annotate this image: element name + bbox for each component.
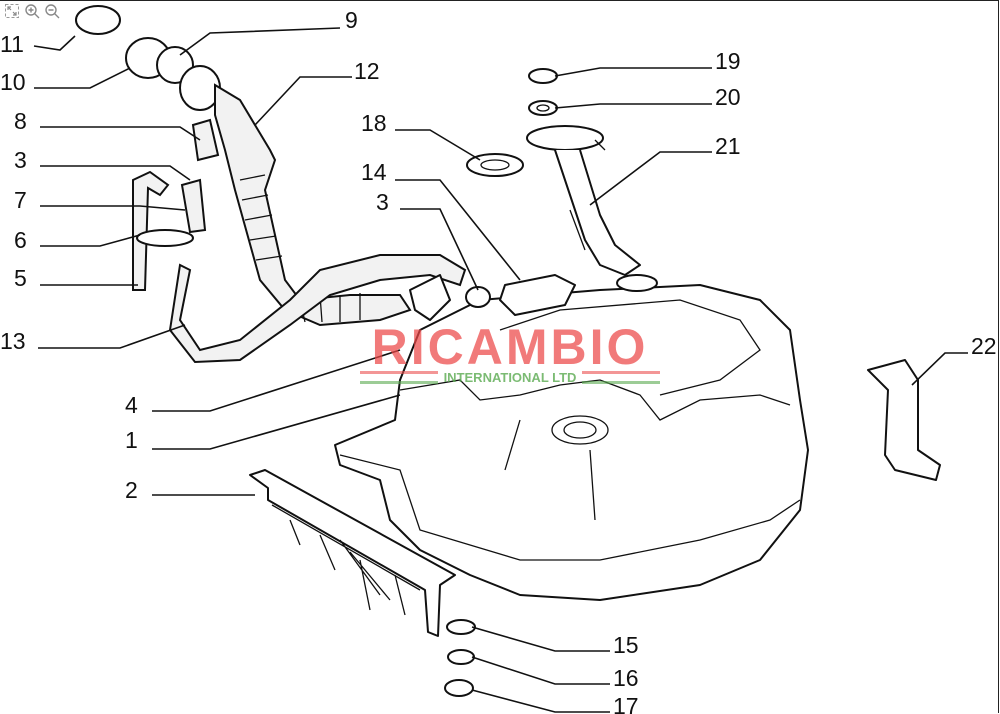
expand-icon[interactable] [4,3,20,19]
filler-neck-assembly [75,5,576,364]
callout-17: 17 [613,693,639,714]
fuel-tank [334,284,809,601]
callout-21: 21 [715,133,741,159]
callout-12: 12 [354,58,380,84]
nut [444,679,474,697]
callout-16: 16 [613,665,639,691]
callout-10: 10 [0,69,26,95]
callout-9: 9 [345,7,358,33]
callout-2: 2 [125,477,138,503]
zoom-out-icon[interactable] [44,3,60,19]
callout-6: 6 [14,227,27,253]
callout-5: 5 [14,265,27,291]
callout-3: 3 [14,147,27,173]
washer [528,100,558,116]
callout-1: 1 [125,427,138,453]
viewer-toolbar [4,3,60,19]
callout-15: 15 [613,632,639,658]
callout-14: 14 [361,159,387,185]
callout-19: 19 [715,48,741,74]
callout-7: 7 [14,187,27,213]
callout-20: 20 [715,84,741,110]
callout-4: 4 [125,392,138,418]
sender-gasket [466,153,524,177]
callout-3b: 3 [376,189,389,215]
washer [446,619,476,635]
leader-lines [33,27,968,713]
tank-support-bracket [249,469,456,637]
callout-13: 13 [0,328,26,354]
callout-labels: 11 10 9 12 8 3 7 6 5 13 18 14 3 19 20 21… [0,7,997,714]
callout-22: 22 [971,333,997,359]
zoom-in-icon[interactable] [24,3,40,19]
callout-18: 18 [361,110,387,136]
fuel-level-sender [526,125,658,292]
side-bracket [867,359,941,481]
callout-8: 8 [14,108,27,134]
callout-11: 11 [0,31,24,57]
nut [528,68,558,84]
spring-washer [447,649,475,665]
